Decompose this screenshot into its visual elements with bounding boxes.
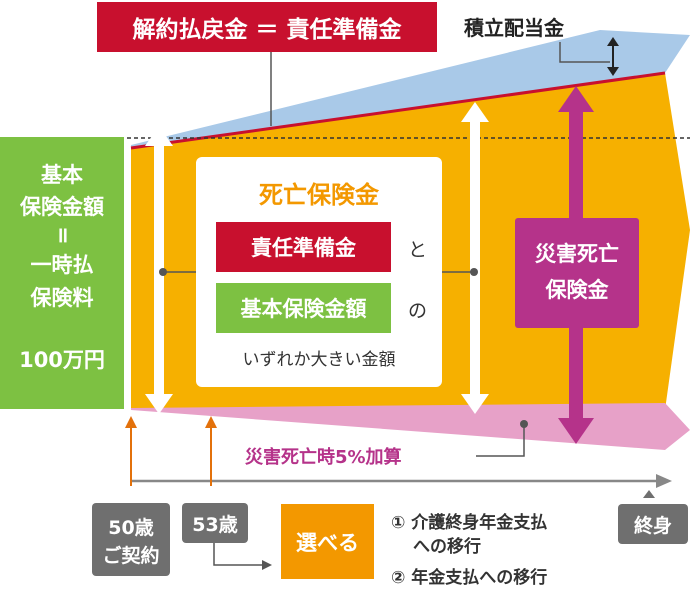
age53-to-choose-arrowhead: [262, 560, 272, 570]
disaster-death-line-1: 災害死亡: [535, 242, 619, 266]
option-basic-amount-label: 基本保険金額: [240, 297, 367, 321]
disaster-death-box: 災害死亡 保険金: [515, 218, 639, 328]
basic-amount-line-5: 保険料: [30, 286, 94, 310]
disaster-add-leader-dot: [520, 420, 528, 428]
disaster-add-label: 災害死亡時5%加算: [245, 447, 402, 468]
option-reserve-box: 責任準備金: [216, 222, 391, 272]
death-benefit-caption: いずれか大きい金額: [242, 350, 396, 370]
age53-label: 53歳: [192, 513, 238, 536]
option-2: ② 年金支払への移行: [391, 568, 548, 588]
choose-label: 選べる: [296, 530, 359, 555]
contract-label: ご契約: [102, 545, 160, 567]
option-1-line-1: ① 介護終身年金支払: [391, 513, 548, 533]
choose-box: 選べる: [281, 504, 374, 579]
disaster-add-area: [131, 403, 690, 450]
basic-amount-line-4: 一時払: [30, 253, 94, 277]
surrender-value-title-box: 解約払戻金 ＝ 責任準備金: [97, 2, 437, 52]
dividend-arrow-head-bottom: [607, 67, 619, 76]
basic-amount-line-1: 基本: [41, 163, 83, 187]
left-white-arrow: [145, 126, 173, 414]
option-reserve-suffix: と: [408, 239, 428, 261]
contract-start-box: 50歳 ご契約: [92, 503, 170, 576]
option-1-line-2: への移行: [413, 537, 481, 557]
end-label: 終身: [633, 514, 672, 537]
basic-amount-line-2: 保険金額: [20, 195, 104, 219]
age53-to-choose-line: [213, 540, 264, 566]
age53-up-arrow: [205, 416, 217, 486]
disaster-death-line-2: 保険金: [545, 278, 609, 302]
contract-age-label: 50歳: [108, 517, 154, 539]
dividend-label: 積立配当金: [464, 16, 564, 40]
right-connector-dot: [470, 268, 478, 276]
start-up-arrow: [125, 416, 137, 486]
end-box: 終身: [618, 504, 688, 544]
dividend-arrow-head-top: [607, 37, 619, 46]
death-benefit-box: 死亡保険金 責任準備金 と 基本保険金額 の いずれか大きい金額: [196, 157, 442, 387]
dividend-leader-line: [559, 42, 610, 63]
timeline-arrowhead: [656, 474, 672, 488]
basic-amount-panel: 基本 保険金額 ॥ 一時払 保険料 100万円: [0, 137, 124, 409]
death-benefit-title: 死亡保険金: [259, 181, 379, 209]
option-basic-amount-suffix: の: [408, 300, 428, 322]
basic-amount-value: 100万円: [19, 348, 105, 372]
surrender-value-title: 解約払戻金 ＝ 責任準備金: [132, 17, 402, 43]
left-connector-dot: [159, 268, 167, 276]
disaster-add-leader: [476, 425, 525, 457]
option-basic-amount-box: 基本保険金額: [216, 283, 391, 333]
reserve-line: [130, 71, 666, 150]
right-white-arrow: [461, 102, 489, 414]
age53-box: 53歳: [182, 503, 248, 543]
option-reserve-label: 責任準備金: [251, 236, 356, 260]
end-up-arrow: [643, 490, 655, 498]
equals-sign: ॥: [55, 223, 69, 247]
